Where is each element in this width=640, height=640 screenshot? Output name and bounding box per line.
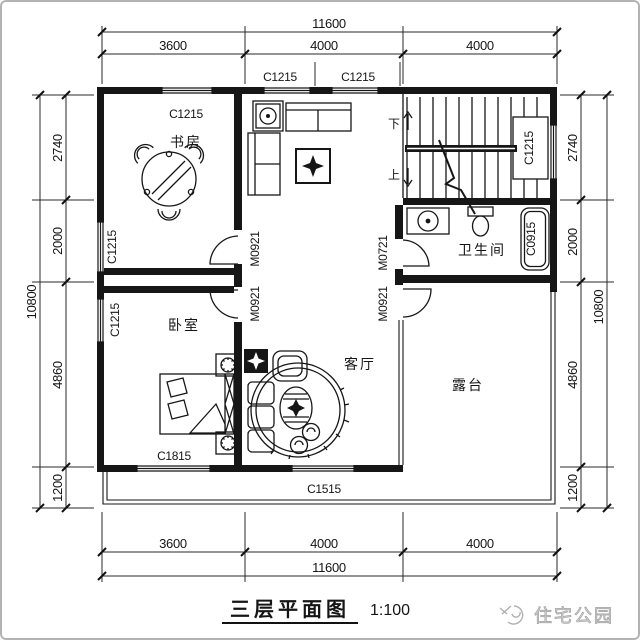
window-label-c1815: C1815 [157,449,191,463]
room-label-terrace: 露台 [452,377,484,393]
door-label-m0721: M0721 [376,235,390,271]
window-label-c1215-top2: C1215 [341,70,375,84]
walls [97,87,557,472]
stair-up-label: 上 [388,168,400,182]
dim-top-total: 11600 [312,16,346,31]
dim-bottom-seg-2: 4000 [310,536,338,551]
bathroom-fixtures: C0915 [406,206,550,271]
door-label-m0921-terrace: M0921 [376,286,390,322]
window-label-c1215-study-top: C1215 [169,107,203,121]
dimension-lines: 11600 3600 4000 4000 C1215 C1215 3600 40… [24,16,614,582]
dim-top-seg-3: 4000 [466,38,494,53]
doors: M0921 M0921 M0721 M0921 [209,231,432,322]
living-furniture [244,349,350,460]
dim-top-seg-2: 4000 [310,38,338,53]
door-label-m0921-bedroom: M0921 [248,286,262,322]
dim-bottom-seg-3: 4000 [466,536,494,551]
room-label-study: 书房 [170,134,202,150]
terrace-parapet [102,292,556,505]
dim-left-seg-1: 2740 [50,134,65,162]
window-label-c1515: C1515 [307,482,341,496]
staircase: 下 上 C1215 [388,94,549,215]
dim-right-seg-2: 2000 [565,228,580,256]
dim-left-seg-2: 2000 [50,227,65,255]
window-label-c1215-stair: C1215 [522,130,536,164]
dim-top-seg-1: 3600 [159,38,187,53]
dim-right-seg-4: 1200 [565,474,580,502]
dim-left-seg-4: 1200 [50,474,65,502]
dim-right-seg-3: 4860 [565,361,580,389]
plan-title: 三层平面图 [230,598,350,621]
room-labels: 书房 卧室 客厅 卫生间 露台 [168,134,506,393]
plan-scale: 1:100 [370,602,410,619]
watermark-text: 住宅公园 [534,606,614,626]
dim-right-seg-1: 2740 [565,134,580,162]
window-label-c1215-top1: C1215 [263,70,297,84]
room-label-bathroom: 卫生间 [458,242,506,258]
room-label-bedroom: 卧室 [168,317,200,333]
dim-left-total: 10800 [24,285,39,320]
window-labels: C1215 C1215 C1215 C1815 C1515 [105,107,342,496]
room-label-living: 客厅 [344,356,376,372]
dim-left-seg-3: 4860 [50,361,65,389]
hall-furniture [247,100,352,196]
title-block: 三层平面图 1:100 [222,598,410,624]
stair-down-label: 下 [388,117,400,131]
watermark: 住宅公园 [499,605,614,626]
dim-bottom-seg-1: 3600 [159,536,187,551]
watermark-logo-icon [499,605,524,625]
door-label-m0921-study: M0921 [248,231,262,267]
windows [97,87,557,472]
window-label-c1215-study-left: C1215 [105,229,119,263]
dim-bottom-total: 11600 [312,560,346,575]
window-label-c0915: C0915 [524,221,538,255]
dim-right-total: 10800 [591,290,606,325]
bedroom-furniture [159,353,241,455]
window-label-c1215-bedroom-left: C1215 [108,302,122,336]
study-furniture [133,143,205,221]
